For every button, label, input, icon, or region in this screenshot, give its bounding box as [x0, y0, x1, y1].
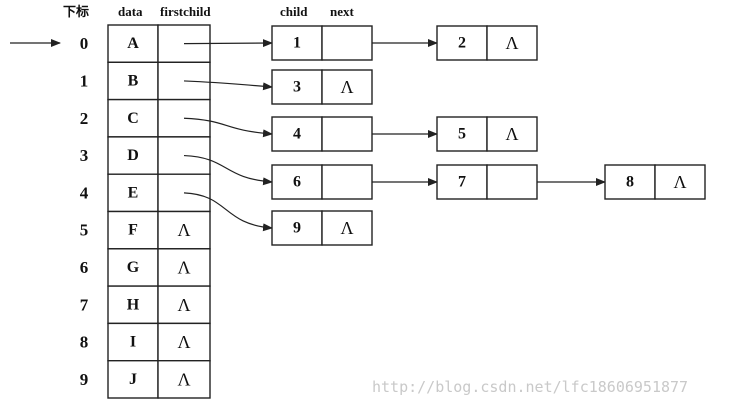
row-index-label: 7 [80, 295, 89, 314]
firstchild-cell [157, 248, 211, 287]
child-node-child-cell [271, 69, 323, 105]
child-node-child-cell [271, 210, 323, 246]
firstchild-pointer-arrow [183, 80, 273, 91]
row-index-label: 5 [80, 221, 89, 240]
node-table: 0 A 1 B 2 C 3 D 4 E 5 F Λ 6 G Λ 7 H Λ 8 I Λ 9 J Λ [80, 24, 211, 399]
child-node-value: 4 [293, 126, 301, 143]
child-node-next-cell [321, 69, 373, 105]
row-index-label: 4 [80, 183, 89, 202]
child-node-child-cell [271, 164, 323, 200]
child-node-next-cell [321, 164, 373, 200]
data-cell-text: E [128, 184, 139, 201]
child-node-next-cell [486, 25, 538, 61]
child-node-child-cell [271, 116, 323, 152]
firstchild-cell [157, 136, 211, 175]
child-node-value: 6 [293, 174, 301, 191]
row-index-label: 2 [80, 109, 89, 128]
data-cell-text: C [127, 110, 139, 127]
firstchild-cell [157, 210, 211, 250]
data-cell-text: D [127, 147, 139, 164]
firstchild-pointer-arrow [183, 117, 273, 138]
null-symbol: Λ [505, 33, 518, 53]
row-index-label: 6 [80, 258, 89, 277]
data-cell [107, 322, 159, 362]
null-symbol: Λ [177, 257, 190, 277]
header-child: child [280, 4, 308, 19]
child-node-value: 5 [458, 126, 466, 143]
child-node-value: 1 [293, 35, 301, 52]
header-data: data [118, 4, 143, 19]
watermark-text: http://blog.csdn.net/lfc18606951877 [372, 378, 688, 396]
child-node-child-cell [436, 164, 488, 200]
firstchild-pointer-arrow [183, 154, 273, 186]
header-next: next [330, 4, 355, 19]
data-cell-text: B [128, 72, 139, 89]
child-links [183, 39, 606, 232]
data-cell-text: F [128, 222, 138, 239]
child-node-value: 7 [458, 174, 466, 191]
firstchild-cell [157, 360, 211, 399]
null-symbol: Λ [673, 172, 686, 192]
row-index-label: 9 [80, 370, 89, 389]
data-cell [107, 173, 159, 213]
child-node-value: 8 [626, 174, 634, 191]
child-node-next-cell [486, 164, 538, 200]
header-index: 下标 [63, 4, 89, 19]
child-node-next-cell [321, 25, 373, 61]
data-cell-text: I [130, 334, 136, 351]
data-cell [107, 248, 159, 287]
data-cell-text: J [129, 371, 137, 388]
firstchild-cell [157, 173, 211, 213]
firstchild-pointer-arrow [183, 39, 273, 48]
row-index-label: 0 [80, 34, 89, 53]
row-index-label: 1 [80, 71, 89, 90]
child-node-value: 3 [293, 79, 301, 96]
data-cell [107, 61, 159, 101]
null-symbol: Λ [505, 124, 518, 144]
null-symbol: Λ [177, 332, 190, 352]
firstchild-cell [157, 285, 211, 325]
firstchild-cell [157, 322, 211, 362]
child-node-next-cell [321, 116, 373, 152]
data-cell-text: H [127, 296, 140, 313]
row-index-label: 8 [80, 333, 89, 352]
data-cell-text: G [127, 259, 140, 276]
header-firstchild: firstchild [160, 4, 211, 19]
data-cell [107, 360, 159, 399]
data-cell-text: A [127, 35, 139, 52]
child-node-next-cell [321, 210, 373, 246]
child-node-next-cell [654, 164, 706, 200]
null-symbol: Λ [340, 218, 353, 238]
child-node-child-cell [271, 25, 323, 61]
child-node-next-cell [486, 116, 538, 152]
null-symbol: Λ [177, 295, 190, 315]
row-index-label: 3 [80, 146, 89, 165]
child-node-child-cell [436, 116, 488, 152]
firstchild-pointer-arrow [183, 192, 273, 232]
null-symbol: Λ [340, 77, 353, 97]
null-symbol: Λ [177, 220, 190, 240]
child-node-value: 9 [293, 220, 301, 237]
child-node-value: 2 [458, 35, 466, 52]
null-symbol: Λ [177, 369, 190, 389]
